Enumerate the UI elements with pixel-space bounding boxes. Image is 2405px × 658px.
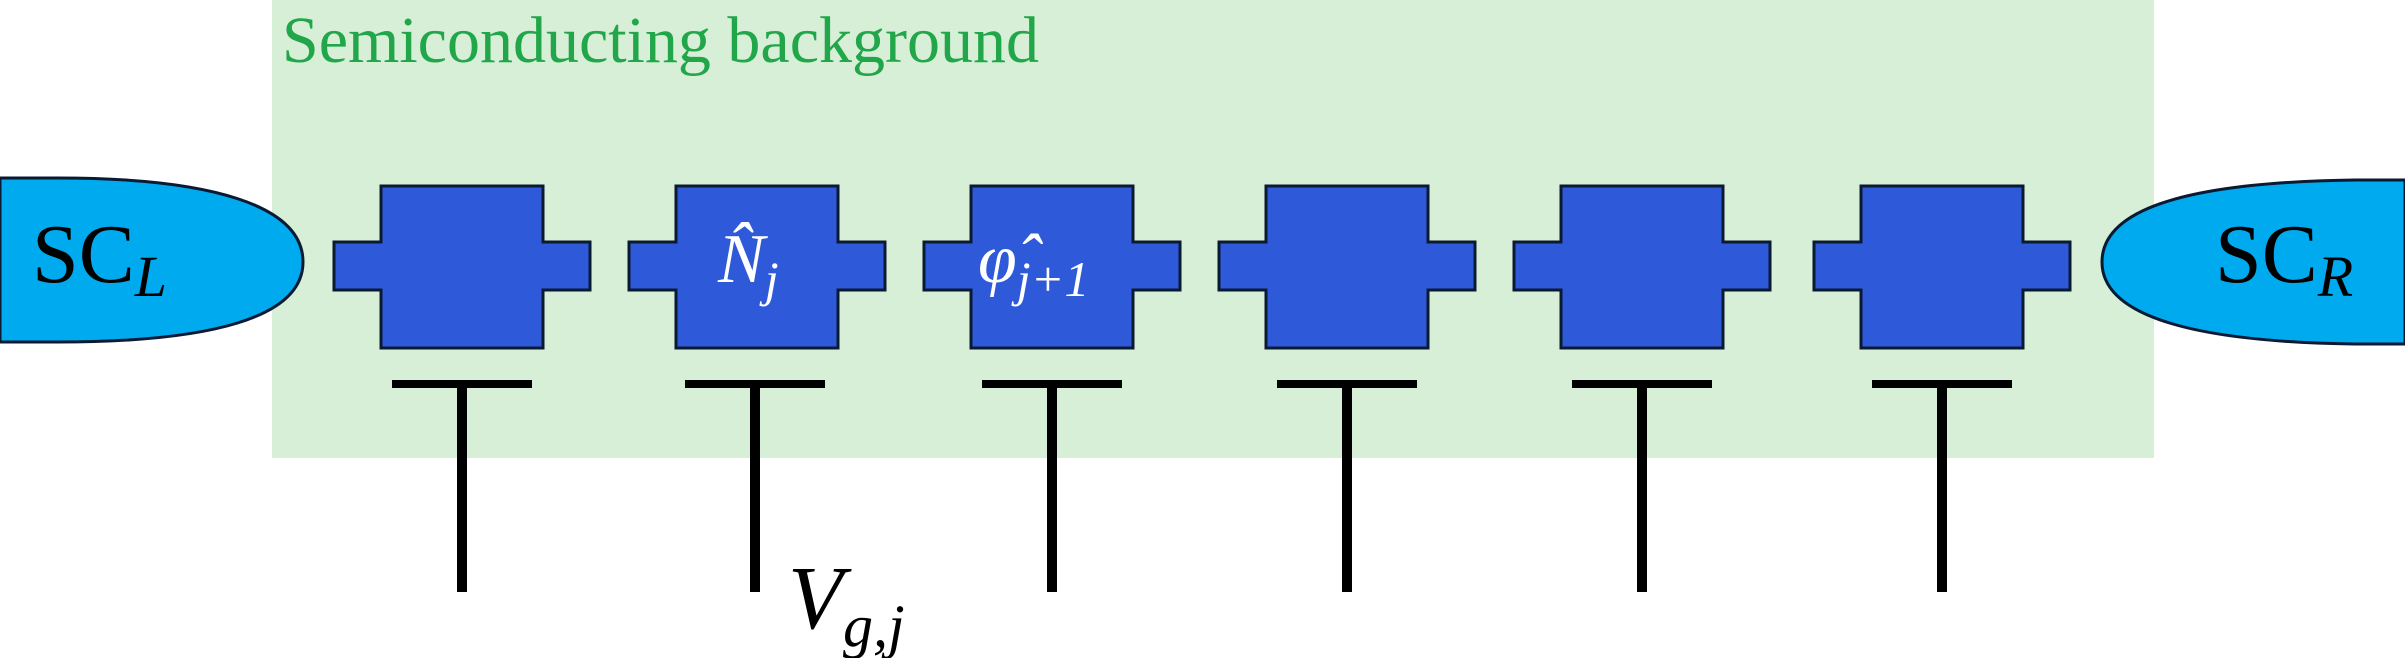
left-lead-label: SCL xyxy=(32,208,167,309)
island-4 xyxy=(1217,184,1477,350)
islands-group xyxy=(332,184,2072,350)
island-3 xyxy=(922,184,1182,350)
island-2-label: N̂j xyxy=(717,221,779,307)
gate-voltage-label-sub: g,j xyxy=(843,593,905,658)
semiconducting-background xyxy=(272,0,2154,458)
right-lead-label: SCR xyxy=(2215,208,2353,309)
gate-voltage-label-main: V xyxy=(788,549,852,648)
island-2-label-main: N̂ xyxy=(717,221,768,298)
right-lead-label-sub: R xyxy=(2317,244,2353,309)
left-lead-label-main: SC xyxy=(32,208,135,301)
island-3-label-sub: j+1 xyxy=(1011,251,1090,307)
left-lead xyxy=(0,176,305,344)
gate-6 xyxy=(1872,380,2012,592)
island-6 xyxy=(1812,184,2072,350)
gate-1 xyxy=(392,380,532,592)
gate-2 xyxy=(685,380,825,592)
right-lead-label-main: SC xyxy=(2215,208,2318,301)
right-lead xyxy=(2100,178,2405,346)
gate-3 xyxy=(982,380,1122,592)
left-lead-label-sub: L xyxy=(134,244,167,309)
gate-voltage-label: Vg,j xyxy=(788,549,905,658)
gate-4 xyxy=(1277,380,1417,592)
island-3-label: φ̂j+1 xyxy=(978,221,1089,307)
gates-group xyxy=(392,380,2012,592)
gate-5 xyxy=(1572,380,1712,592)
island-5 xyxy=(1512,184,1772,350)
island-1 xyxy=(332,184,592,350)
background-label: Semiconducting background xyxy=(282,4,1039,77)
island-2 xyxy=(627,184,887,350)
